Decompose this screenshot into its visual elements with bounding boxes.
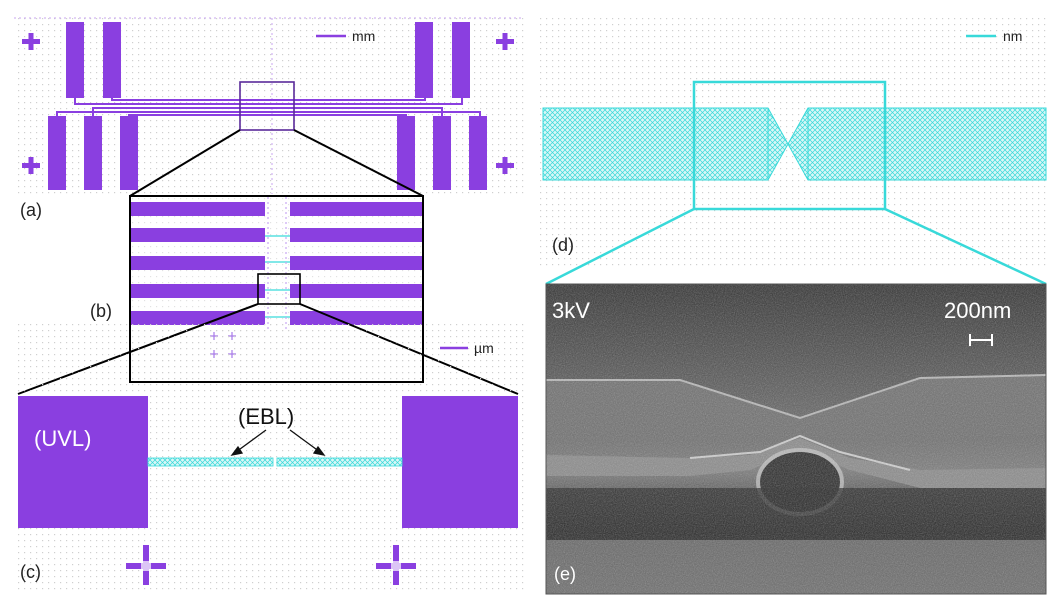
top-electrode-pads (66, 22, 470, 98)
panel-d-label: (d) (552, 235, 574, 255)
ebl-label: (EBL) (238, 404, 294, 429)
panel-b-zoom-box (257, 273, 301, 305)
panel-a-scale-unit: mm (352, 28, 375, 44)
sem-scale-bar-label: 200nm (944, 298, 1011, 323)
zoom-lines-a-to-b (129, 129, 424, 197)
panel-a-zoom-box (239, 81, 295, 131)
ebl-wire-left (147, 457, 274, 467)
ebl-wire-right (276, 457, 403, 467)
panel-d-scale-unit: nm (1003, 28, 1022, 44)
panel-a-label: (a) (20, 200, 42, 220)
lead-lines (56, 98, 481, 116)
alignment-cross-icon (22, 33, 514, 174)
panel-c: (UVL) (EBL) µm (c) (14, 324, 524, 592)
sem-voltage-label: 3kV (552, 298, 590, 323)
panel-c-label: (c) (20, 562, 41, 582)
ebl-arrows (230, 429, 326, 456)
panel-b-electrode-fingers (131, 202, 422, 325)
panel-e-sem-image: 3kV 200nm (e) (545, 283, 1047, 595)
panel-c-scale-unit: µm (474, 340, 494, 356)
bottom-electrode-pads (48, 116, 487, 190)
zoom-lines-d-to-e (545, 207, 1047, 286)
uvl-label: (UVL) (34, 426, 91, 451)
panel-d: nm (d) (540, 14, 1050, 268)
uvl-pad-left (18, 396, 148, 528)
uvl-pad-right (402, 396, 518, 528)
panel-e-label: (e) (554, 564, 576, 584)
sem-scale-bar (969, 334, 993, 346)
panel-a: mm (a) (14, 14, 524, 220)
panel-b-center-dots (267, 197, 287, 330)
panel-b-label: (b) (90, 301, 112, 321)
panel-d-zoom-box (692, 80, 887, 211)
